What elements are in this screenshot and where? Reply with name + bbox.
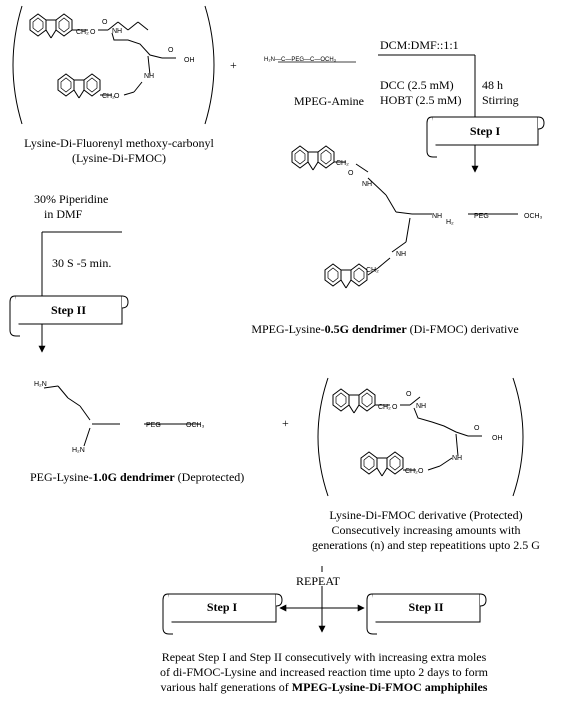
step2-arrow [38,231,122,353]
svg-text:O: O [406,391,412,398]
svg-text:NH: NH [416,403,426,410]
repeat-step1-scroll [162,593,283,635]
h2-label: H₂ [446,219,454,226]
repeat-step1-label: Step I [206,600,238,614]
step2-reagent-line1: 30% Piperidine [34,192,109,206]
svg-text:NH: NH [144,73,154,80]
repeat-step2-label: Step II [408,600,444,614]
protected-caption-line2: Consecutively increasing amounts with [331,523,521,537]
svg-text:NH: NH [396,251,406,258]
svg-text:O: O [418,468,424,475]
svg-text:CH₂: CH₂ [76,29,89,36]
step1-mode: Stirring [482,93,519,107]
mpeg-amine-formula: H₂N—C—PEG—C—OCH₃ [264,57,337,63]
lysine-di-fmoc-structure: CH₂ O O NH O OH NH CH₂ O [12,5,215,125]
footer-line3-prefix: various half generations of [160,680,292,694]
protected-caption-line1: Lysine-Di-FMOC derivative (Protected) [329,508,523,522]
h2n-label-top: H₂N [34,381,47,388]
plus-sign-top: + [230,58,237,72]
svg-text:CH₂: CH₂ [102,93,115,100]
oh-label: OH [184,57,195,64]
svg-text:O: O [392,404,398,411]
intermediate-peg-label: PEG [474,213,489,220]
step2-time: 30 S -5 min. [52,256,112,270]
step2-label: Step II [50,303,86,317]
mpeg-amine-caption: MPEG-Amine [294,94,364,108]
deprotected-caption-suffix: (Deprotected) [174,470,245,484]
intermediate-och3-label: OCH₃ [524,213,543,220]
intermediate-caption: MPEG-Lysine-0.5G dendrimer (Di-FMOC) der… [200,322,570,336]
svg-text:O: O [348,170,354,177]
deprotected-caption-bold: 1.0G dendrimer [92,470,175,484]
repeat-step2-scroll [366,593,487,635]
svg-text:CH₂: CH₂ [366,267,379,274]
svg-text:NH: NH [432,213,442,220]
intermediate-caption-bold: 0.5G dendrimer [324,322,407,336]
svg-text:O: O [102,19,108,26]
step1-reagent2: HOBT (2.5 mM) [380,93,462,107]
protected-structure: CH₂ O O NH O OH NH CH₂ O [317,377,524,497]
repeat-cycle [279,566,365,633]
h2n-label-bottom: H₂N [72,447,85,454]
svg-text:O: O [90,29,96,36]
svg-text:NH: NH [452,455,462,462]
step1-time: 48 h [482,78,503,92]
intermediate-caption-prefix: MPEG-Lysine- [251,322,325,336]
protected-caption-line3: generations (n) and step repeatitions up… [312,538,540,552]
svg-text:O: O [474,425,480,432]
svg-text:CH₂: CH₂ [378,404,391,411]
step1-arrow [378,54,479,173]
svg-text:PEG: PEG [146,422,161,429]
lysine-caption-line2: (Lysine-Di-FMOC) [72,151,166,165]
step1-solvent: DCM:DMF::1:1 [380,38,459,52]
lysine-caption-line1: Lysine-Di-Fluorenyl methoxy-carbonyl [24,136,214,150]
step1-label: Step I [469,124,501,138]
step1-scroll [426,116,545,158]
deprotected-caption: PEG-Lysine-1.0G dendrimer (Deprotected) [30,470,244,484]
svg-text:CH₂: CH₂ [405,468,418,475]
intermediate-caption-suffix: (Di-FMOC) derivative [406,322,519,336]
svg-text:OCH₃: OCH₃ [186,422,205,429]
footer-line3-bold: MPEG-Lysine-Di-FMOC amphiphiles [291,680,488,694]
svg-text:O: O [114,93,120,100]
intermediate-structure: CH₂ O NH NH H₂ PEG OCH₃ NH CH₂ [291,145,543,289]
step2-reagent-line2: in DMF [44,207,83,221]
svg-text:CH₂: CH₂ [336,160,349,167]
deprotected-structure: H₂N H₂N PEG OCH₃ [34,381,205,454]
svg-text:NH: NH [362,181,372,188]
svg-text:NH: NH [112,28,122,35]
plus-sign-middle: + [282,416,289,430]
footer-line3: various half generations of MPEG-Lysine-… [96,680,552,694]
footer-line1: Repeat Step I and Step II consecutively … [161,650,487,664]
step1-reagent1: DCC (2.5 mM) [380,78,454,92]
svg-text:O: O [168,47,174,54]
footer-line2: of di-FMOC-Lysine and increased reaction… [160,665,488,679]
svg-text:OH: OH [492,435,503,442]
repeat-label: REPEAT [296,574,341,588]
deprotected-caption-prefix: PEG-Lysine- [30,470,93,484]
step2-scroll [9,295,129,337]
